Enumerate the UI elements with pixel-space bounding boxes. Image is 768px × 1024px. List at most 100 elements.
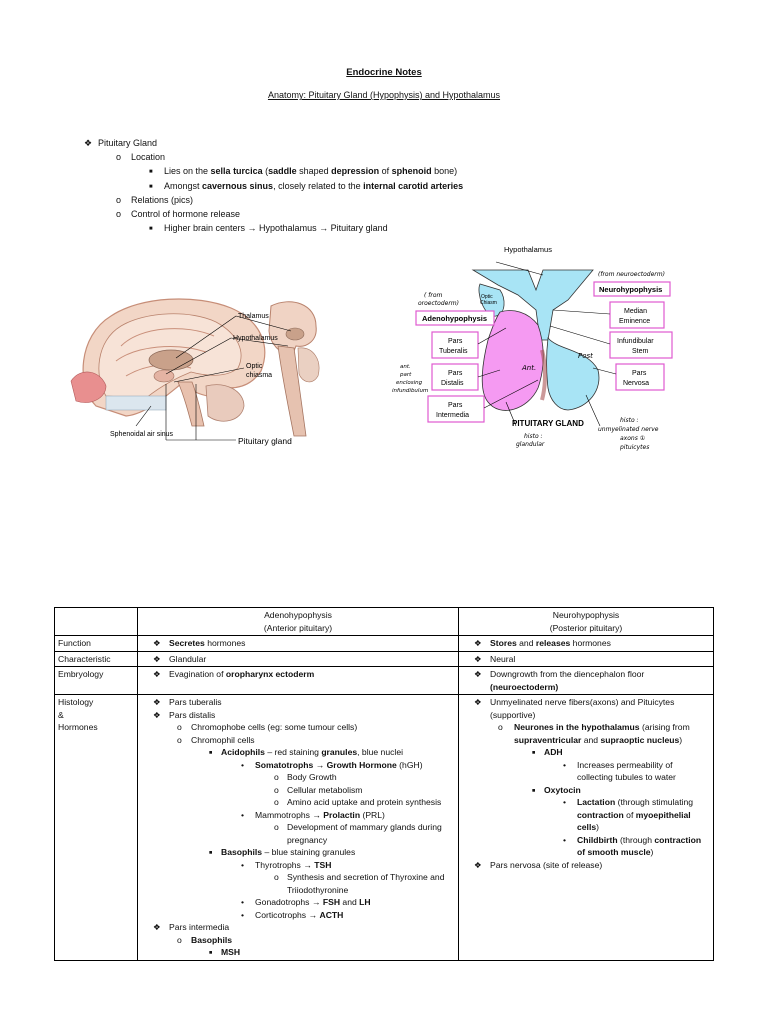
square-bullet-icon: ■ (209, 950, 213, 956)
document-title: Endocrine Notes (346, 67, 422, 78)
circle-bullet-icon: o (274, 784, 279, 795)
circle-bullet-icon: o (177, 934, 182, 945)
pituitary-diagram: Hypothalamus Neurohypophysis Adenohypoph… (392, 245, 673, 451)
table-header-row: Adenohypophysis(Anterior pituitary) Neur… (54, 607, 714, 636)
diamond-bullet-icon: ❖ (153, 653, 161, 664)
label-optic: Optic (246, 363, 263, 370)
label-eminence: Eminence (619, 318, 650, 325)
label-pars: Pars (448, 370, 463, 377)
row-label-embryology: Embryology (54, 666, 138, 695)
label-infundibular: Infundibular (617, 338, 654, 345)
note-oroectoderm: oroectoderm) (418, 300, 459, 307)
circle-bullet-icon: o (116, 209, 122, 220)
label-thalamus: Thalamus (238, 313, 269, 320)
square-bullet-icon: ■ (209, 850, 213, 856)
dot-bullet-icon: • (241, 859, 245, 870)
note-enclosing: enclosing (396, 380, 423, 386)
circle-bullet-icon: o (177, 722, 182, 732)
circle-bullet-icon: o (274, 822, 279, 832)
diamond-bullet-icon: ❖ (153, 709, 161, 720)
table-header-empty (54, 607, 138, 636)
diamond-bullet-icon: ❖ (474, 653, 482, 664)
diamond-bullet-icon: ❖ (474, 669, 482, 679)
table-header-neuro: Neurohypophysis(Posterior pituitary) (458, 607, 714, 636)
label-intermedia: Intermedia (436, 412, 469, 419)
cell-neuro-characteristic: ❖Neural (458, 650, 714, 667)
cell-neuro-embryology: ❖Downgrowth from the diencephalon floor(… (458, 666, 714, 695)
square-bullet-icon: ■ (209, 750, 213, 756)
label-sphenoidal-sinus: Sphenoidal air sinus (110, 431, 174, 438)
table-row: Histology&Hormones ❖Pars tuberalis ❖Pars… (54, 694, 714, 961)
outline-item: ■Lies on the sella turcica (saddle shape… (84, 164, 463, 178)
label-post: Post (578, 352, 593, 360)
label-hypothalamus: Hypothalamus (233, 335, 278, 342)
diamond-bullet-icon: ❖ (474, 638, 482, 648)
dot-bullet-icon: • (563, 759, 567, 770)
label-neurohypophysis: Neurohypophysis (599, 285, 662, 294)
diamond-bullet-icon: ❖ (153, 697, 161, 707)
table-header-adeno: Adenohypophysis(Anterior pituitary) (137, 607, 459, 636)
circle-bullet-icon: o (274, 872, 279, 882)
label-median: Median (624, 308, 647, 315)
note-glandular: glandular (516, 441, 545, 448)
row-label-function: Function (54, 635, 138, 652)
circle-bullet-icon: o (274, 797, 279, 807)
label-chiasm: Chiasm (480, 300, 497, 306)
brain-sagittal-figure: Thalamus Hypothalamus Optic chiasma Sphe… (70, 298, 320, 446)
diamond-bullet-icon: ❖ (153, 638, 161, 648)
row-label-histology: Histology&Hormones (54, 694, 138, 961)
cell-neuro-histology: ❖Unmyelinated nerve fibers(axons) and Pi… (458, 694, 714, 961)
square-bullet-icon: ■ (149, 169, 153, 176)
label-hypothalamus: Hypothalamus (504, 245, 552, 254)
square-bullet-icon: ■ (149, 183, 153, 190)
label-pars: Pars (448, 338, 463, 345)
row-label-characteristic: Characteristic (54, 650, 138, 667)
diamond-bullet-icon: ❖ (153, 922, 161, 932)
cell-neuro-function: ❖Stores and releases hormones (458, 635, 714, 652)
cell-adeno-function: ❖Secretes hormones (137, 635, 459, 652)
diamond-bullet-icon: ❖ (84, 138, 93, 148)
comparison-table: Adenohypophysis(Anterior pituitary) Neur… (54, 607, 714, 961)
dot-bullet-icon: • (241, 759, 245, 770)
label-pars: Pars (448, 402, 463, 409)
table-row: Embryology ❖Evagination of oropharynx ec… (54, 666, 714, 695)
label-optic: Optic (481, 294, 493, 300)
note-ant: ant. (400, 364, 411, 370)
square-bullet-icon: ■ (149, 226, 153, 233)
diamond-bullet-icon: ❖ (153, 669, 161, 679)
label-chiasma: chiasma (246, 372, 272, 379)
note-histo: histo : (524, 433, 543, 440)
square-bullet-icon: ■ (532, 787, 536, 794)
note-from: ( from (424, 292, 442, 299)
note-infundibulum: infundibulum (392, 388, 428, 394)
dot-bullet-icon: • (241, 909, 245, 920)
table-row: Function ❖Secretes hormones ❖Stores and … (54, 635, 714, 652)
note-pituicytes: pituicytes (619, 444, 649, 451)
cell-adeno-embryology: ❖Evagination of oropharynx ectoderm (137, 666, 459, 695)
outline-item: ■Higher brain centers → Hypothalamus → P… (84, 221, 463, 235)
dot-bullet-icon: • (241, 897, 245, 907)
note-unmyelinated: unmyelinated nerve (598, 426, 659, 433)
label-stem: Stem (632, 348, 649, 355)
note-neuroectoderm: (from neuroectoderm) (598, 271, 665, 278)
note-part: part (399, 372, 412, 378)
dot-bullet-icon: • (241, 809, 245, 820)
note-axons: axons ① (620, 435, 645, 442)
circle-bullet-icon: o (177, 734, 182, 745)
circle-bullet-icon: o (116, 152, 122, 163)
dot-bullet-icon: • (563, 797, 567, 807)
outline-item: ■Amongst cavernous sinus, closely relate… (84, 179, 463, 193)
label-pituitary-gland: PITUITARY GLAND (512, 419, 584, 428)
circle-bullet-icon: o (274, 772, 279, 782)
label-adenohypophysis: Adenohypophysis (422, 314, 487, 323)
diamond-bullet-icon: ❖ (474, 697, 482, 707)
label-distalis: Distalis (441, 380, 464, 387)
label-tuberalis: Tuberalis (439, 348, 468, 355)
label-pituitary-gland: Pituitary gland (238, 436, 292, 446)
circle-bullet-icon: o (498, 722, 503, 732)
table-row: Characteristic ❖Glandular ❖Neural (54, 650, 714, 667)
